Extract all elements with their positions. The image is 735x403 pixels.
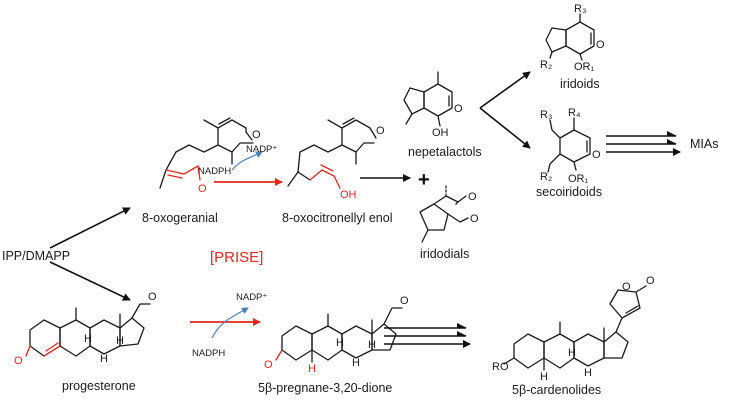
progesterone-oxygen-red: O	[14, 355, 23, 367]
cardenolide-ro: RO	[492, 361, 509, 373]
pregnanedione-h-red: H	[308, 363, 316, 375]
secoiridoid-or1: OR₁	[568, 173, 589, 185]
bottom-cofactor-out: NADP⁺	[236, 292, 267, 303]
oxocitronellyl-enol-structure	[287, 117, 377, 189]
top-cofactor-in: NADPH	[198, 166, 231, 177]
cardenolides-label: 5β-cardenolides	[512, 383, 601, 397]
cardenolide-oxygen-carbonyl: O	[646, 275, 655, 287]
enol-oxygen: O	[376, 125, 385, 137]
iridodial-oxygen-2: O	[470, 213, 479, 225]
enol-hydroxyl-red: OH	[340, 189, 357, 201]
oxogeranial-oxygen: O	[252, 129, 261, 141]
top-cofactor-out: NADP⁺	[246, 144, 277, 155]
secoiridoid-r2: R₂	[540, 171, 552, 183]
iridoid-r3: R₃	[574, 3, 586, 15]
iridoid-oxygen: O	[596, 39, 605, 51]
iridodial-oxygen-1: O	[468, 191, 477, 203]
pregnanedione-h-3: H	[368, 339, 376, 351]
secoiridoid-oxygen: O	[592, 149, 601, 161]
mias-label: MIAs	[690, 137, 718, 151]
bottom-cofactor-in: NADPH	[192, 348, 225, 359]
secoiridoid-structure	[547, 117, 591, 173]
start-label: IPP/DMAPP	[2, 249, 70, 263]
prise-label: [PRISE]	[210, 249, 263, 266]
secoiridoid-r4: R₄	[568, 107, 581, 119]
iridoids-label: iridoids	[560, 77, 600, 91]
pregnanedione-oxygen: O	[400, 295, 409, 307]
cardenolide-h-2: H	[584, 367, 592, 379]
split-arrows	[479, 71, 531, 149]
cardenolide-h-5: H	[540, 371, 548, 383]
iridodial-structure	[419, 185, 469, 243]
nepetalactols-label: nepetalactols	[408, 145, 482, 159]
pregnanedione-h-1: H	[336, 337, 344, 349]
mias-arrow	[606, 131, 681, 156]
pregnanedione-structure	[275, 307, 403, 363]
oxogeranial-structure	[159, 117, 254, 189]
iridoid-r2: R₂	[540, 59, 552, 71]
bottom-cofactor-arrow	[211, 307, 249, 339]
nepetalactol-oxygen: O	[454, 103, 463, 115]
oxogeranial-label: 8-oxogeranial	[142, 211, 218, 225]
iridodials-label: iridodials	[420, 247, 469, 261]
branch-arrows	[49, 207, 131, 301]
pregnanedione-h-2: H	[352, 357, 360, 369]
iridoid-or1: OR₁	[574, 61, 595, 73]
cardenolide-structure	[503, 285, 647, 371]
nepetalactol-hydroxyl: OH	[432, 127, 449, 139]
pregnanedione-oxygen-red: O	[264, 359, 273, 371]
nepetalactol-structure	[403, 71, 453, 127]
progesterone-h-1: H	[84, 333, 92, 345]
oxocitronellyl-label: 8-oxocitronellyl enol	[282, 211, 392, 225]
progesterone-structure	[25, 303, 151, 357]
top-cofactor-arrow	[231, 151, 263, 171]
progesterone-oxygen: O	[148, 291, 157, 303]
cardenolide-h-1: H	[568, 347, 576, 359]
progesterone-label: progesterone	[62, 379, 136, 393]
progesterone-h-2: H	[100, 353, 108, 365]
progesterone-h-3: H	[116, 335, 124, 347]
oxogeranial-oxygen-red: O	[198, 183, 207, 195]
iridoid-structure	[545, 13, 595, 61]
cardenolide-oxygen-ring: O	[622, 281, 631, 293]
cardenolides-arrow	[384, 323, 471, 348]
secoiridoids-label: secoiridoids	[536, 185, 602, 199]
plus-sign: +	[418, 169, 430, 191]
secoiridoid-r3: R₃	[540, 109, 552, 121]
pregnanedione-label: 5β-pregnane-3,20-dione	[258, 381, 392, 395]
